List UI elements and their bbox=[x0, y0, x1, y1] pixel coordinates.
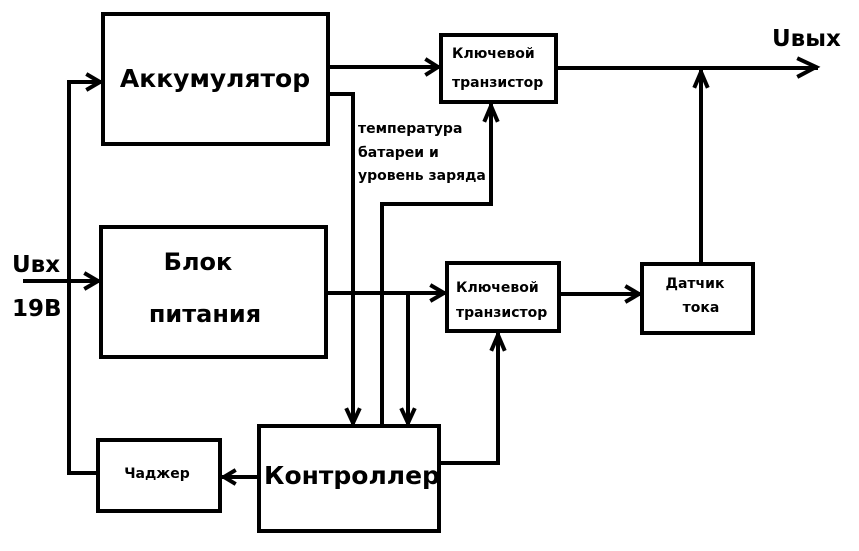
wire-battery-to-controller bbox=[326, 92, 355, 425]
block-key-transistor-top-label-line1: Ключевой bbox=[452, 46, 535, 62]
arrow-head-key-transistor-bottom-input bbox=[429, 283, 448, 303]
arrow-head-controller-power-input bbox=[399, 407, 417, 428]
arrow-head-charger-input bbox=[220, 468, 237, 486]
block-battery: Аккумулятор bbox=[101, 12, 330, 146]
block-key-transistor-top-label-line2: транзистор bbox=[452, 75, 543, 91]
block-current-sensor-label-line1: Датчик bbox=[666, 276, 725, 292]
wire-controller-to-key-transistor-top bbox=[380, 104, 493, 428]
block-power-supply-label-line2: питания bbox=[149, 300, 261, 328]
arrow-head-output bbox=[796, 56, 821, 79]
block-controller: Контроллер bbox=[257, 424, 441, 533]
input-label: Uвх bbox=[12, 252, 60, 278]
block-controller-label: Контроллер bbox=[264, 461, 440, 490]
block-key-transistor-top: Ключевой транзистор bbox=[439, 33, 558, 104]
arrow-head-controller-battery-input bbox=[344, 407, 362, 428]
input-voltage-label: 19В bbox=[12, 296, 62, 322]
block-key-transistor-bottom-label-line1: Ключевой bbox=[456, 280, 539, 296]
block-battery-label: Аккумулятор bbox=[120, 64, 310, 93]
arrow-head-key-transistor-top-input bbox=[424, 57, 442, 77]
block-current-sensor: Датчик тока bbox=[640, 262, 755, 335]
annotation-line3: уровень заряда bbox=[358, 168, 486, 184]
block-power-supply: Блок питания bbox=[99, 225, 328, 359]
block-charger-label: Чаджер bbox=[124, 466, 190, 482]
arrow-head-output-junction bbox=[692, 66, 710, 89]
arrow-head-key-transistor-top-control bbox=[482, 100, 500, 123]
arrow-head-key-transistor-bottom-control bbox=[489, 329, 507, 352]
block-power-supply-label-line1: Блок bbox=[164, 248, 233, 276]
arrow-head-battery-input bbox=[85, 72, 104, 92]
block-key-transistor-bottom-label-line2: транзистор bbox=[456, 305, 547, 321]
wire-controller-to-key-transistor-bottom bbox=[437, 333, 500, 465]
block-charger: Чаджер bbox=[96, 438, 222, 513]
annotation-line2: батареи и bbox=[358, 145, 439, 161]
block-current-sensor-label-line2: тока bbox=[683, 300, 720, 316]
wire-charger-to-battery bbox=[67, 80, 102, 475]
block-key-transistor-bottom: Ключевой транзистор bbox=[445, 261, 561, 333]
arrow-head-current-sensor-input bbox=[624, 284, 643, 304]
output-label: Uвых bbox=[772, 26, 841, 52]
arrow-head-power-supply-input bbox=[83, 271, 102, 291]
annotation-line1: температура bbox=[358, 121, 462, 137]
